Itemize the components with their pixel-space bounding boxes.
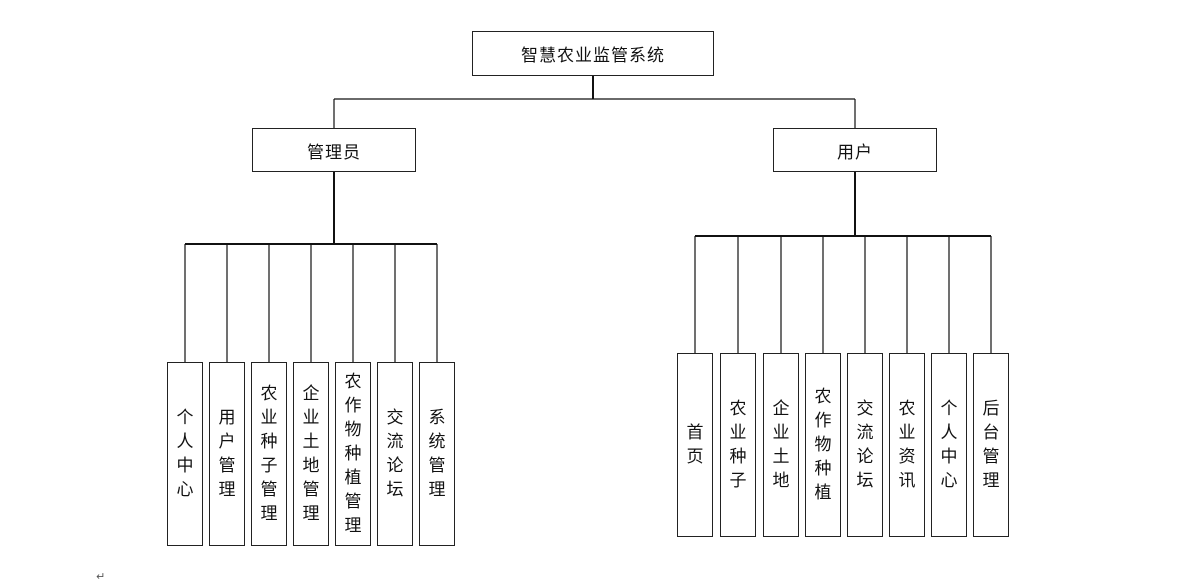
user-child-node: 首页 — [677, 353, 713, 537]
user-child-label: 企业土地 — [772, 399, 790, 491]
user-child-node: 农业种子 — [720, 353, 756, 537]
admin-child-node: 农业种子管理 — [251, 362, 287, 546]
admin-child-node: 交流论坛 — [377, 362, 413, 546]
paragraph-return-mark: ↵ — [96, 570, 106, 583]
user-child-node: 农作物种植 — [805, 353, 841, 537]
admin-child-label: 个人中心 — [176, 408, 194, 500]
user-child-label: 农业种子 — [729, 399, 747, 491]
user-child-label: 后台管理 — [982, 399, 1000, 491]
admin-node: 管理员 — [252, 128, 416, 172]
root-node: 智慧农业监管系统 — [472, 31, 714, 76]
user-child-label: 首页 — [686, 423, 704, 467]
admin-node-label: 管理员 — [307, 142, 361, 163]
user-node: 用户 — [773, 128, 937, 172]
admin-child-label: 系统管理 — [428, 408, 446, 500]
user-child-node: 农业资讯 — [889, 353, 925, 537]
user-child-label: 个人中心 — [940, 399, 958, 491]
user-child-node: 交流论坛 — [847, 353, 883, 537]
user-child-label: 交流论坛 — [856, 399, 874, 491]
user-child-node: 个人中心 — [931, 353, 967, 537]
user-child-node: 后台管理 — [973, 353, 1009, 537]
user-child-label: 农业资讯 — [898, 399, 916, 491]
admin-child-label: 用户管理 — [218, 408, 236, 500]
user-child-label: 农作物种植 — [814, 387, 832, 503]
admin-child-label: 农作物种植管理 — [344, 372, 362, 536]
admin-child-node: 农作物种植管理 — [335, 362, 371, 546]
admin-child-label: 企业土地管理 — [302, 384, 320, 524]
admin-child-node: 个人中心 — [167, 362, 203, 546]
admin-child-node: 用户管理 — [209, 362, 245, 546]
user-node-label: 用户 — [837, 142, 873, 163]
admin-child-label: 交流论坛 — [386, 408, 404, 500]
user-child-node: 企业土地 — [763, 353, 799, 537]
admin-child-label: 农业种子管理 — [260, 384, 278, 524]
root-node-label: 智慧农业监管系统 — [521, 46, 665, 66]
admin-child-node: 系统管理 — [419, 362, 455, 546]
admin-child-node: 企业土地管理 — [293, 362, 329, 546]
